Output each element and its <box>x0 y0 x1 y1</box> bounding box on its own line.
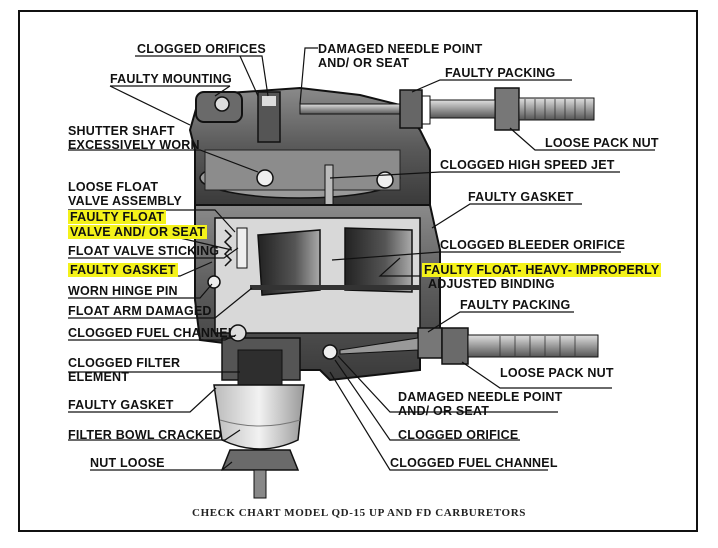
needle-shaft-top <box>429 99 496 119</box>
label-worn-hinge-pin: WORN HINGE PIN <box>68 284 178 298</box>
packing-top <box>399 89 423 129</box>
label-faulty-float-valve: FAULTY FLOAT <box>68 210 167 224</box>
pack-nut-bottom <box>441 327 469 365</box>
label-loose-float-valve-assembly: VALVE ASSEMBLY <box>68 194 182 208</box>
needle-seat-bottom <box>322 344 338 360</box>
label-faulty-gasket-right: FAULTY GASKET <box>468 190 574 204</box>
pack-nut-top <box>494 87 520 131</box>
leader-lines <box>68 47 655 471</box>
needle-stem-top <box>518 97 595 121</box>
filter-bowl <box>213 384 305 450</box>
label-clogged-filter: CLOGGED FILTER <box>68 356 181 370</box>
label-loose-pack-nut-bottom: LOOSE PACK NUT <box>500 366 614 380</box>
float-right <box>344 227 413 293</box>
bowl-nut <box>220 449 300 471</box>
needle-stem-bottom <box>467 334 599 358</box>
float-valve-spring <box>223 229 233 267</box>
label-loose-pack-nut-top: LOOSE PACK NUT <box>545 136 659 150</box>
high-speed-needle-top <box>299 103 411 115</box>
chart-border <box>18 10 698 532</box>
label-faulty-float-heavy: FAULTY FLOAT- HEAVY- IMPROPERLY <box>422 263 662 277</box>
label-clogged-orifice: CLOGGED ORIFICE <box>398 428 519 442</box>
label-clogged-bleeder-orifice: CLOGGED BLEEDER ORIFICE <box>440 238 626 252</box>
label-float-valve-sticking: FLOAT VALVE STICKING <box>68 244 220 258</box>
label-damaged-needle-top-seat: AND/ OR SEAT <box>318 56 410 70</box>
label-clogged-fuel-channel-bottom: CLOGGED FUEL CHANNEL <box>390 456 558 470</box>
label-faulty-mounting: FAULTY MOUNTING <box>110 72 232 86</box>
label-faulty-gasket-left: FAULTY GASKET <box>68 263 178 277</box>
shutter-screw <box>256 169 274 187</box>
label-clogged-high-speed-jet: CLOGGED HIGH SPEED JET <box>440 158 615 172</box>
label-clogged-filter-element: ELEMENT <box>68 370 130 384</box>
needle-thread-bottom <box>339 337 419 355</box>
label-damaged-needle-bottom: DAMAGED NEEDLE POINT <box>398 390 563 404</box>
label-loose-float: LOOSE FLOAT <box>68 180 159 194</box>
label-faulty-packing-bottom: FAULTY PACKING <box>460 298 571 312</box>
label-faulty-packing-top: FAULTY PACKING <box>445 66 556 80</box>
float-arm <box>250 285 420 290</box>
label-filter-bowl-cracked: FILTER BOWL CRACKED <box>68 428 223 442</box>
label-clogged-fuel-channel-left: CLOGGED FUEL CHANNEL <box>68 326 236 340</box>
label-faulty-float-valve-seat: VALVE AND/ OR SEAT <box>68 225 208 239</box>
label-faulty-gasket-bottom: FAULTY GASKET <box>68 398 174 412</box>
label-damaged-needle-bottom-seat: AND/ OR SEAT <box>398 404 490 418</box>
chart-caption: CHECK CHART MODEL QD-15 UP AND FD CARBUR… <box>192 507 526 519</box>
packing-bottom <box>417 327 443 359</box>
label-clogged-orifices: CLOGGED ORIFICES <box>137 42 266 56</box>
label-float-arm-damaged: FLOAT ARM DAMAGED <box>68 304 212 318</box>
label-adjusted-binding: ADJUSTED BINDING <box>428 277 555 291</box>
label-shutter-shaft: SHUTTER SHAFT <box>68 124 175 138</box>
label-damaged-needle-top: DAMAGED NEEDLE POINT <box>318 42 483 56</box>
label-shutter-shaft-worn: EXCESSIVELY WORN <box>68 138 200 152</box>
label-nut-loose: NUT LOOSE <box>90 456 165 470</box>
